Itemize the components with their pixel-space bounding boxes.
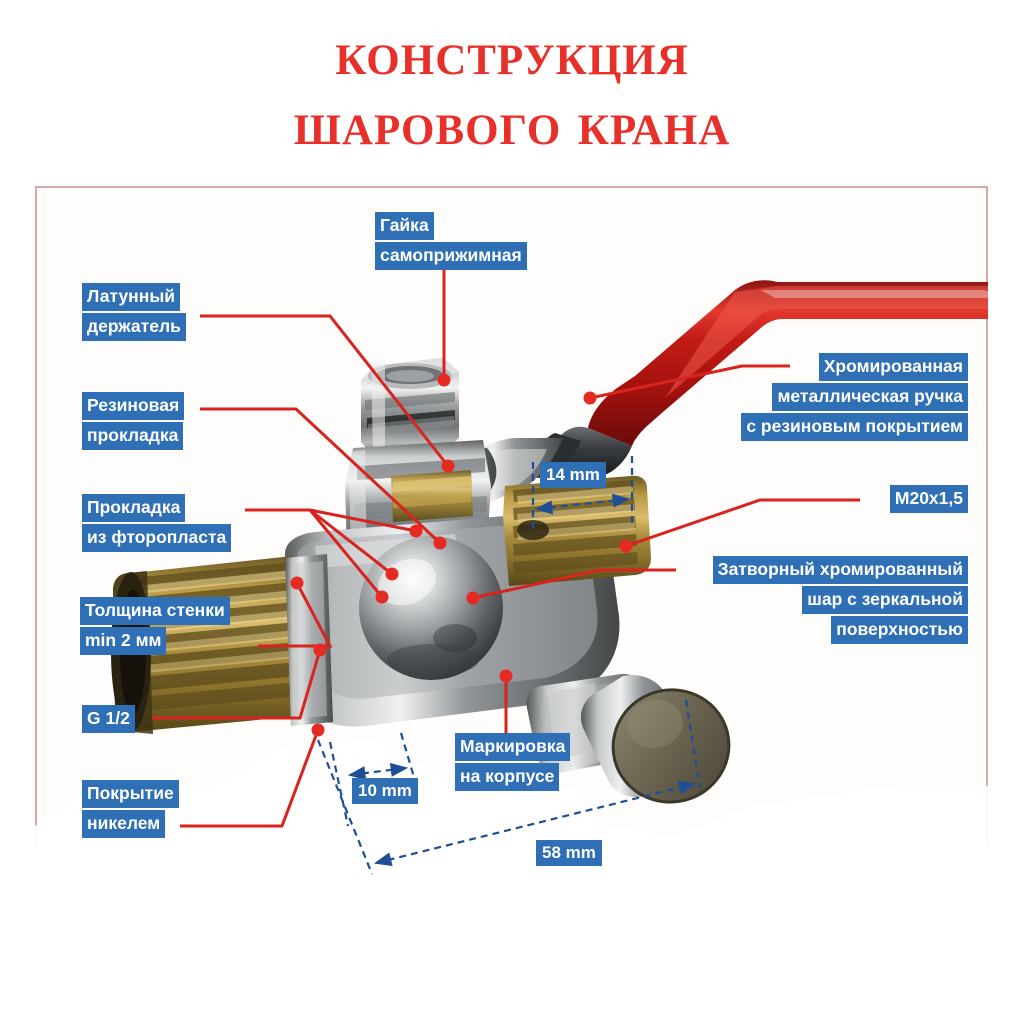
label-rubber-gasket-line-2: прокладка — [82, 422, 184, 450]
label-thread-g12-text: G 1/2 — [82, 705, 135, 733]
label-marking-line-2: на корпусе — [455, 763, 560, 791]
dimension-58mm[interactable]: 58 mm — [536, 840, 602, 866]
title-line-2: шарового крана — [293, 90, 731, 158]
dimension-14mm-value: 14 mm — [540, 462, 606, 488]
label-chrome-ball[interactable]: Затворный хромированный шар с зеркальной… — [600, 556, 968, 646]
label-thread-m20[interactable]: M20x1,5 — [700, 485, 968, 515]
label-nut[interactable]: Гайка самоприжимная — [375, 212, 527, 272]
dimension-10mm-value: 10 mm — [352, 778, 418, 804]
label-nut-line-2: самоприжимная — [375, 242, 527, 270]
label-brass-holder-line-2: держатель — [82, 313, 186, 341]
label-ptfe-gasket-line-1: Прокладка — [82, 494, 186, 522]
label-nickel-coating[interactable]: Покрытие никелем — [82, 780, 179, 840]
label-chrome-handle[interactable]: Хромированная металлическая ручка с рези… — [608, 353, 968, 443]
label-brass-holder[interactable]: Латунный держатель — [82, 283, 186, 343]
label-chrome-handle-line-3: с резиновым покрытием — [741, 413, 968, 441]
label-nickel-coating-line-1: Покрытие — [82, 780, 179, 808]
label-thread-g12[interactable]: G 1/2 — [82, 705, 135, 735]
label-chrome-ball-line-2: шар с зеркальной — [802, 586, 968, 614]
label-wall-thickness-line-1: Толщина стенки — [80, 597, 230, 625]
dimension-10mm[interactable]: 10 mm — [352, 778, 418, 804]
label-rubber-gasket-line-1: Резиновая — [82, 392, 185, 420]
label-wall-thickness-line-2: min 2 мм — [80, 627, 167, 655]
label-nut-line-1: Гайка — [375, 212, 434, 240]
label-ptfe-gasket[interactable]: Прокладка из фторопласта — [82, 494, 232, 554]
label-thread-m20-text: M20x1,5 — [889, 485, 968, 513]
title-line-1: Конструкция — [335, 20, 689, 88]
label-marking[interactable]: Маркировка на корпусе — [455, 733, 571, 793]
dimension-58mm-value: 58 mm — [536, 840, 602, 866]
label-rubber-gasket[interactable]: Резиновая прокладка — [82, 392, 185, 452]
page-title: Конструкция шарового крана — [0, 22, 1024, 156]
label-chrome-ball-line-1: Затворный хромированный — [712, 556, 968, 584]
label-nickel-coating-line-2: никелем — [82, 810, 166, 838]
label-ptfe-gasket-line-2: из фторопласта — [82, 524, 232, 552]
label-wall-thickness[interactable]: Толщина стенки min 2 мм — [80, 597, 230, 657]
label-chrome-handle-line-2: металлическая ручка — [772, 383, 968, 411]
dimension-14mm[interactable]: 14 mm — [540, 462, 606, 488]
label-chrome-handle-line-1: Хромированная — [818, 353, 968, 381]
label-chrome-ball-line-3: поверхностью — [831, 616, 968, 644]
label-brass-holder-line-1: Латунный — [82, 283, 181, 311]
label-marking-line-1: Маркировка — [455, 733, 571, 761]
